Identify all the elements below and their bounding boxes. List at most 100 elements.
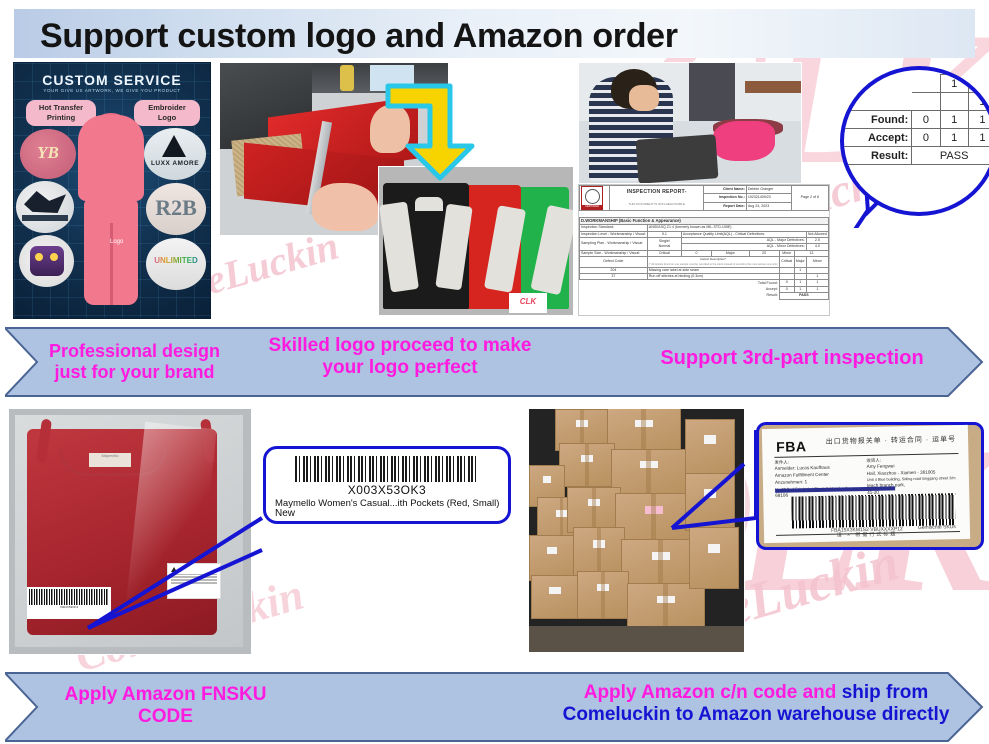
report-field-label-0: Client Name: (703, 185, 747, 195)
cartons-warehouse-photo (528, 408, 745, 653)
report-total-found-minor: 1 (805, 279, 829, 287)
banner-bottom-step-1: Apply Amazon FNSKU CODE (64, 684, 267, 728)
report-row-label-4: Sample Size - Workmanship / Visual: (579, 249, 648, 258)
report-row-label-1: Inspection Level - Workmanship / Visual: (579, 230, 648, 239)
report-defect-col-4: Minor (805, 256, 829, 268)
magnifier-accept-critical: 0 (911, 128, 941, 147)
polybag-garment-photo: Maymello X003X53OK3 (8, 408, 252, 655)
table-row: Total Found: 0 1 1 (580, 279, 829, 287)
jacket-hangtag: CLK (509, 293, 547, 313)
fnsku-code: X003X53OK3 (347, 483, 427, 497)
report-field-value-0: Debbie Granger (745, 185, 792, 195)
magnifier-lens: 1 1 Found: 0 1 1 Accept: 0 (840, 66, 989, 216)
yellow-arrow-icon (385, 83, 475, 181)
report-field-label-2: Report Date: (703, 201, 747, 212)
warning-triangle-icon (171, 567, 177, 572)
report-sample-minor: 13 (793, 249, 829, 258)
report-row-extra2-1: Not Allowed (805, 230, 829, 239)
fba-ship-to-block: 收货人: Amy Fengwei Hall, Xiaozhou - Xiamen… (866, 456, 963, 497)
report-sample-major: 20 (748, 249, 780, 258)
fnsku-description: Maymello Women's Casual...ith Pockets (R… (275, 498, 500, 509)
garment-brand-tag: Maymello (89, 453, 131, 467)
report-defect-col-3: Major (793, 256, 807, 268)
report-row-extra2-2: 2.5 (805, 237, 829, 245)
fba-label-callout: FBA 出口货物报关单 · 转运合同 · 运单号 发件人: Anmelder: … (756, 422, 984, 550)
defect-minor-0 (805, 266, 829, 275)
report-header-table: CERTIFIED INSPECTION REPORT- THIS DOCUME… (579, 185, 829, 212)
report-sample-critical: 0 (680, 249, 713, 258)
page-title: Support custom logo and Amazon order (40, 17, 678, 55)
report-total-found-label: Total Found: (757, 280, 778, 285)
report-workmanship-table: D.WORKMANSHIP (Basic Function & Appearan… (579, 216, 829, 300)
report-total-found-critical: 0 (778, 279, 795, 287)
magnifier-callout-result: 1 1 Found: 0 1 1 Accept: 0 (820, 60, 989, 228)
poster-sample-yb: YB (20, 129, 76, 179)
report-non-negotiable: THIS DOCUMENT IS NON-NEGOTIABLE (628, 202, 685, 207)
banner-shape-top (5, 327, 984, 397)
defect-critical-1 (778, 272, 795, 281)
poster-subheading: YOUR GIVE US ARTWORK, WE GIVE YOU PRODUC… (43, 88, 181, 93)
magnifier-accept-major: 1 (939, 128, 969, 147)
page-title-bar: Support custom logo and Amazon order (14, 9, 975, 58)
fnsku-condition: New (275, 508, 296, 519)
magnifier-found-major: 1 (939, 110, 969, 129)
magnifier-found-minor: 1 (967, 110, 989, 129)
report-field-label-1: Inspection No.: (703, 193, 747, 203)
table-row: 204 Missing care label at side seam 1 (579, 266, 829, 275)
custom-service-poster: CUSTOM SERVICE YOUR GIVE US ARTWORK, WE … (13, 62, 211, 319)
magnifier-table: 1 1 Found: 0 1 1 Accept: 0 (844, 74, 989, 165)
report-row-extra2-3: 4.0 (805, 243, 829, 251)
poster-tag-hot-transfer: Hot Transfer Printing (26, 100, 96, 126)
poster-heading: CUSTOM SERVICE (42, 72, 182, 88)
report-row-label-2: Sampling Plan - Workmanship / Visual: (579, 237, 648, 251)
poster-logo-callout: Logo (110, 239, 124, 245)
table-row: Found: 0 1 1 (844, 110, 989, 129)
report-defect-col-2: Critical (778, 256, 795, 268)
banner-top-step-2: Skilled logo proceed to make your logo p… (268, 335, 532, 379)
banner-top-step-3: Support 3rd-part inspection (660, 347, 924, 369)
fnsku-barcode-image (295, 456, 479, 482)
poster-tag-embroider: Embroider Logo (134, 100, 200, 126)
magnifier-accept-label: Accept: (844, 128, 913, 147)
report-row-value-2: Single/ Normal (646, 237, 682, 251)
report-defect-col-0: Defect Code (579, 256, 648, 268)
magnifier-found-critical: 0 (911, 110, 941, 129)
poster-sample-gamer (19, 235, 74, 287)
banner-bottom-step-2-magenta: Apply Amazon c/n code and (583, 682, 842, 703)
report-row-value-1: II.1 (646, 230, 682, 239)
table-row: Accept: 0 1 1 (844, 128, 989, 147)
magnifier-accept-minor: 1 (967, 128, 989, 147)
fnsku-label-callout: X003X53OK3 Maymello Women's Casual...ith… (263, 446, 511, 524)
magnifier-found-label: Found: (844, 110, 913, 129)
fba-title: FBA (776, 438, 807, 455)
report-sample-critical-label: Critical (646, 249, 682, 258)
varsity-jackets-photo: CLK (378, 166, 574, 316)
report-field-value-2: Aug 24, 2023 (745, 201, 792, 212)
fba-barcode-image (791, 493, 956, 529)
report-doc-title: INSPECTION REPORT- (626, 189, 687, 196)
magnifier-result-label: Result: (844, 146, 913, 165)
poster-sample-eagle (16, 181, 74, 233)
banner-bottom-step-2-blue: ship from Comeluckin to Amazon warehouse… (562, 682, 950, 726)
report-accept-label: Accept: (765, 286, 778, 291)
table-row: Result: PASS (844, 146, 989, 165)
report-result-value: PASS (778, 292, 829, 300)
magnifier-result-value: PASS (911, 146, 989, 165)
table-row: 37 Run off stitches at binding (0.3cm) 1 (579, 272, 829, 281)
poster-sample-luxx-amore: LUXX AMORE (144, 128, 206, 180)
fba-label-paper: FBA 出口货物报关单 · 转运合同 · 运单号 发件人: Anmelder: … (761, 424, 971, 544)
table-row: Result: PASS (580, 292, 829, 300)
banner-top-step-1: Professional design just for your brand (48, 341, 221, 383)
fba-ship-from-block: 发件人: Anmelder: Lucas Kaufhaus Amazon Ful… (774, 458, 859, 499)
process-banner-top: Professional design just for your brand … (5, 327, 984, 397)
inspection-report-document: CERTIFIED INSPECTION REPORT- THIS DOCUME… (578, 184, 830, 316)
banner-bottom-step-2: Apply Amazon c/n code and ship from Come… (525, 682, 987, 727)
garment-fnsku-barcode: X003X53OK3 (27, 587, 111, 619)
report-section-title: D.WORKMANSHIP (Basic Function & Appearan… (579, 216, 829, 226)
banner-shape-bottom (5, 672, 984, 742)
report-result-label: Result: (766, 293, 778, 298)
certification-stamp-icon: CERTIFIED (581, 186, 603, 210)
process-banner-bottom: Apply Amazon FNSKU CODE Apply Amazon c/n… (5, 672, 984, 742)
defect-minor-1: 1 (805, 272, 829, 281)
